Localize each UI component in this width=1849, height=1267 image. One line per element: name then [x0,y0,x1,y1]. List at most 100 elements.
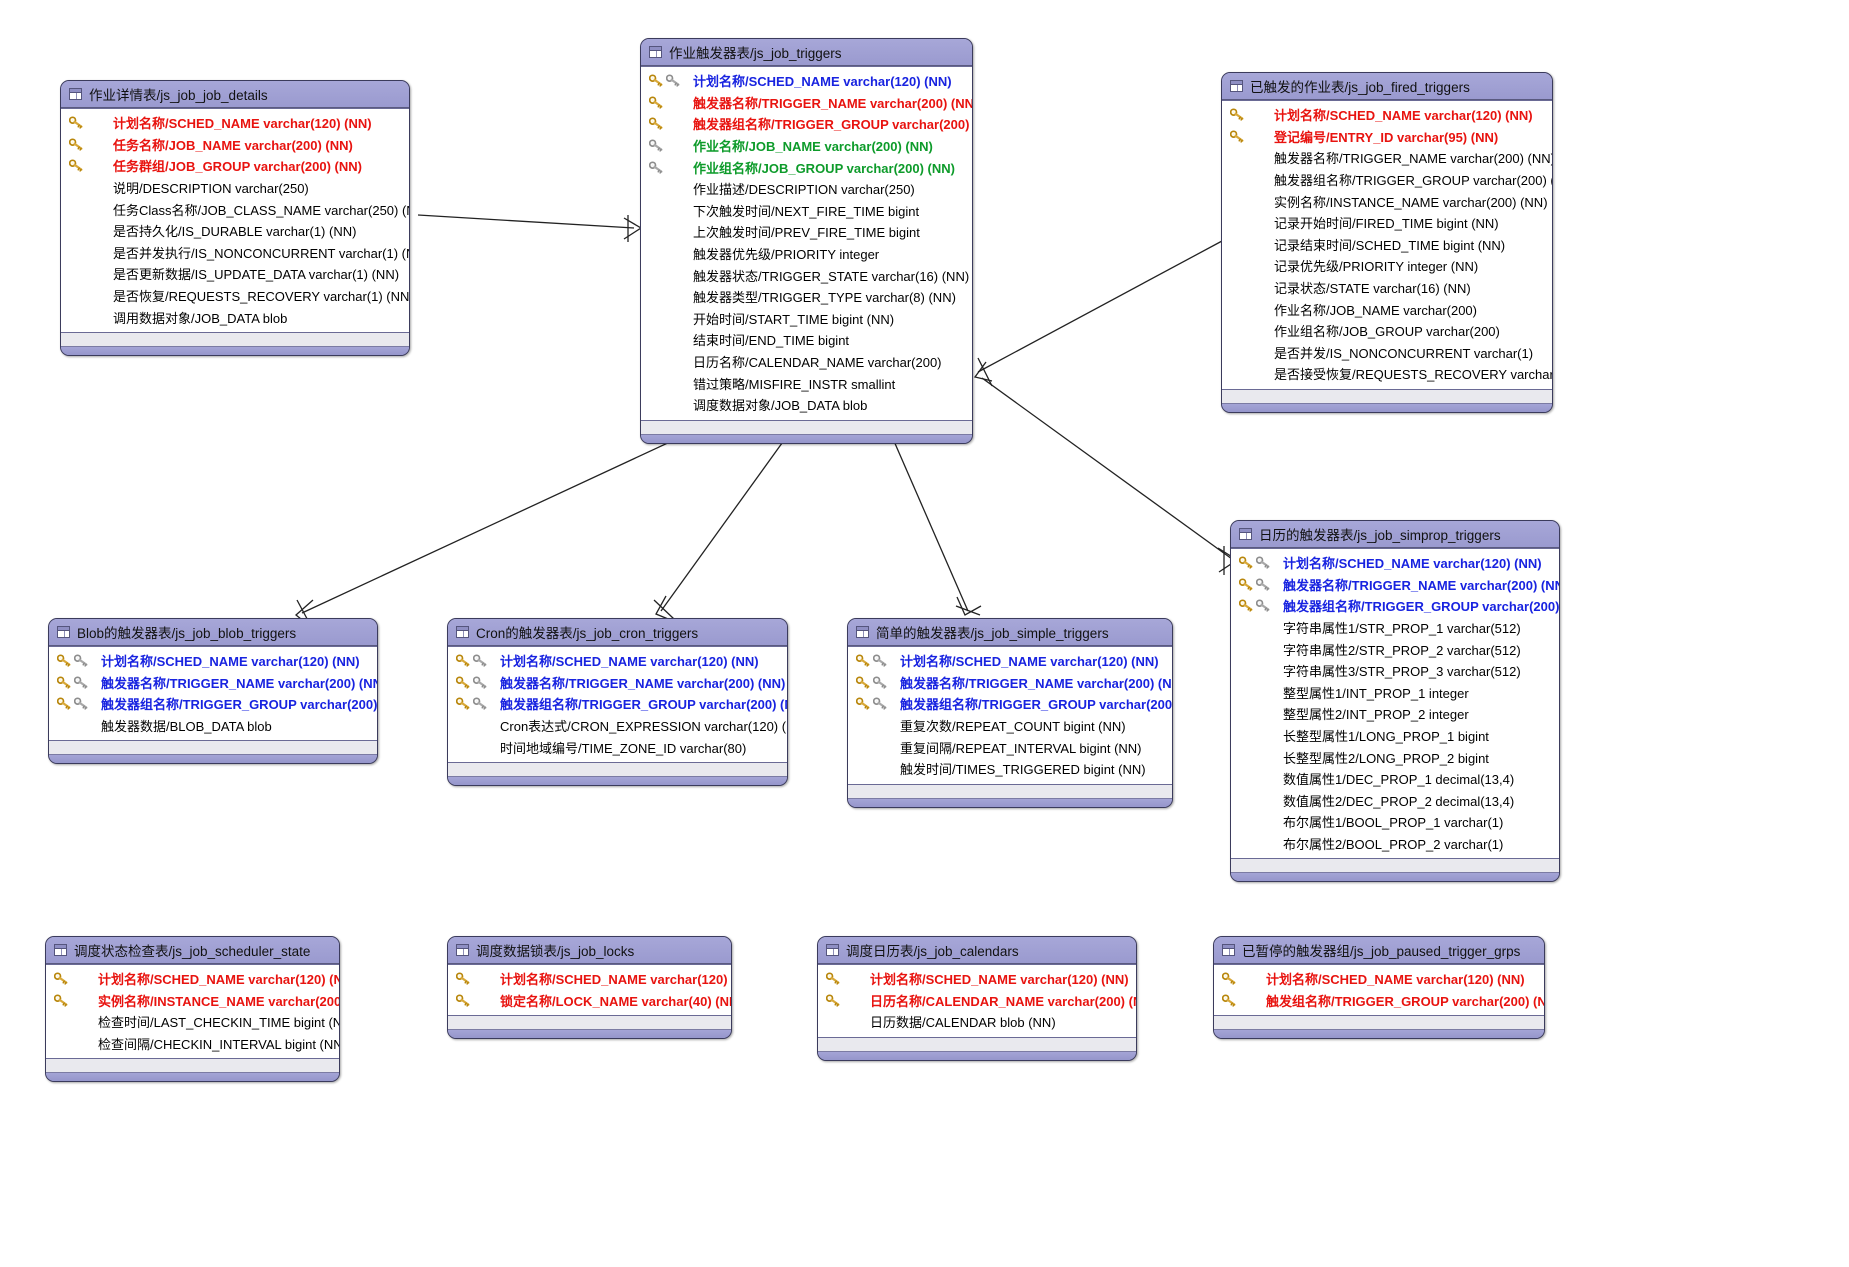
column-row[interactable]: 触发器组名称/TRIGGER_GROUP varchar(200) (NN) [1231,595,1559,617]
column-row[interactable]: 触发器名称/TRIGGER_NAME varchar(200) (NN) [49,672,377,694]
column-row[interactable]: 触发器名称/TRIGGER_NAME varchar(200) (NN) [641,92,972,114]
column-row[interactable]: 触发器类型/TRIGGER_TYPE varchar(8) (NN) [641,286,972,308]
column-row[interactable]: 触发器名称/TRIGGER_NAME varchar(200) (NN) [1222,147,1552,169]
entity-calendars[interactable]: 调度日历表/js_job_calendars 计划名称/SCHED_NAME v… [817,936,1137,1061]
column-row[interactable]: 作业组名称/JOB_GROUP varchar(200) (NN) [641,156,972,178]
column-row[interactable]: 数值属性1/DEC_PROP_1 decimal(13,4) [1231,768,1559,790]
entity-header-cron_triggers[interactable]: Cron的触发器表/js_job_cron_triggers [448,619,787,646]
entity-header-job_details[interactable]: 作业详情表/js_job_job_details [61,81,409,108]
entity-header-triggers[interactable]: 作业触发器表/js_job_triggers [641,39,972,66]
column-row[interactable]: 重复间隔/REPEAT_INTERVAL bigint (NN) [848,736,1172,758]
column-row[interactable]: 字符串属性1/STR_PROP_1 varchar(512) [1231,617,1559,639]
column-row[interactable]: 记录优先级/PRIORITY integer (NN) [1222,255,1552,277]
column-row[interactable]: 触发器优先级/PRIORITY integer [641,243,972,265]
column-row[interactable]: 长整型属性1/LONG_PROP_1 bigint [1231,725,1559,747]
column-row[interactable]: 触发器组名称/TRIGGER_GROUP varchar(200) (NN) [641,113,972,135]
column-row[interactable]: 重复次数/REPEAT_COUNT bigint (NN) [848,715,1172,737]
column-row[interactable]: 整型属性2/INT_PROP_2 integer [1231,703,1559,725]
column-row[interactable]: 计划名称/SCHED_NAME varchar(120) (NN) [61,112,409,134]
column-row[interactable]: 检查间隔/CHECKIN_INTERVAL bigint (NN) [46,1033,339,1055]
column-row[interactable]: 作业组名称/JOB_GROUP varchar(200) [1222,320,1552,342]
column-row[interactable]: 日历名称/CALENDAR_NAME varchar(200) [641,351,972,373]
column-row[interactable]: 计划名称/SCHED_NAME varchar(120) (NN) [818,968,1136,990]
column-row[interactable]: 数值属性2/DEC_PROP_2 decimal(13,4) [1231,790,1559,812]
column-row[interactable]: 计划名称/SCHED_NAME varchar(120) (NN) [641,70,972,92]
column-row[interactable]: 触发器组名称/TRIGGER_GROUP varchar(200) (NN) [49,693,377,715]
entity-locks[interactable]: 调度数据锁表/js_job_locks 计划名称/SCHED_NAME varc… [447,936,732,1040]
entity-scheduler_state[interactable]: 调度状态检查表/js_job_scheduler_state 计划名称/SCHE… [45,936,340,1083]
entity-job_details[interactable]: 作业详情表/js_job_job_details 计划名称/SCHED_NAME… [60,80,410,356]
column-row[interactable]: 结束时间/END_TIME bigint [641,329,972,351]
column-row[interactable]: 长整型属性2/LONG_PROP_2 bigint [1231,746,1559,768]
column-row[interactable]: 触发时间/TIMES_TRIGGERED bigint (NN) [848,758,1172,780]
entity-header-simple_triggers[interactable]: 简单的触发器表/js_job_simple_triggers [848,619,1172,646]
column-row[interactable]: 计划名称/SCHED_NAME varchar(120) (NN) [49,650,377,672]
column-row[interactable]: 布尔属性2/BOOL_PROP_2 varchar(1) [1231,833,1559,855]
column-row[interactable]: 是否更新数据/IS_UPDATE_DATA varchar(1) (NN) [61,263,409,285]
entity-simprop_triggers[interactable]: 日历的触发器表/js_job_simprop_triggers 计划名称/SCH… [1230,520,1560,883]
entity-paused_trigger_grps[interactable]: 已暂停的触发器组/js_job_paused_trigger_grps 计划名称… [1213,936,1545,1040]
column-row[interactable]: 触发器名称/TRIGGER_NAME varchar(200) (NN) [1231,574,1559,596]
column-row[interactable]: 开始时间/START_TIME bigint (NN) [641,308,972,330]
column-row[interactable]: 检查时间/LAST_CHECKIN_TIME bigint (NN) [46,1011,339,1033]
column-row[interactable]: 日历名称/CALENDAR_NAME varchar(200) (NN) [818,990,1136,1012]
column-row[interactable]: 作业描述/DESCRIPTION varchar(250) [641,178,972,200]
column-row[interactable]: 日历数据/CALENDAR blob (NN) [818,1011,1136,1033]
entity-fired_triggers[interactable]: 已触发的作业表/js_job_fired_triggers 计划名称/SCHED… [1221,72,1553,413]
column-row[interactable]: 计划名称/SCHED_NAME varchar(120) (NN) [46,968,339,990]
column-row[interactable]: 是否并发/IS_NONCONCURRENT varchar(1) [1222,342,1552,364]
column-row[interactable]: 作业名称/JOB_NAME varchar(200) [1222,298,1552,320]
column-row[interactable]: Cron表达式/CRON_EXPRESSION varchar(120) (NN… [448,715,787,737]
entity-header-blob_triggers[interactable]: Blob的触发器表/js_job_blob_triggers [49,619,377,646]
column-row[interactable]: 计划名称/SCHED_NAME varchar(120) (NN) [448,650,787,672]
column-row[interactable]: 是否并发执行/IS_NONCONCURRENT varchar(1) (NN) [61,242,409,264]
column-row[interactable]: 计划名称/SCHED_NAME varchar(120) (NN) [1214,968,1544,990]
column-row[interactable]: 锁定名称/LOCK_NAME varchar(40) (NN) [448,990,731,1012]
column-row[interactable]: 计划名称/SCHED_NAME varchar(120) (NN) [848,650,1172,672]
column-row[interactable]: 调度数据对象/JOB_DATA blob [641,394,972,416]
column-row[interactable]: 触发器名称/TRIGGER_NAME varchar(200) (NN) [848,672,1172,694]
entity-header-paused_trigger_grps[interactable]: 已暂停的触发器组/js_job_paused_trigger_grps [1214,937,1544,964]
column-row[interactable]: 记录开始时间/FIRED_TIME bigint (NN) [1222,212,1552,234]
entity-blob_triggers[interactable]: Blob的触发器表/js_job_blob_triggers 计划名称/SCHE… [48,618,378,765]
entity-cron_triggers[interactable]: Cron的触发器表/js_job_cron_triggers 计划名称/SCHE… [447,618,788,786]
column-row[interactable]: 记录结束时间/SCHED_TIME bigint (NN) [1222,234,1552,256]
column-row[interactable]: 触发器状态/TRIGGER_STATE varchar(16) (NN) [641,264,972,286]
column-row[interactable]: 是否接受恢复/REQUESTS_RECOVERY varchar(1) [1222,363,1552,385]
entity-triggers[interactable]: 作业触发器表/js_job_triggers 计划名称/SCHED_NAME v… [640,38,973,444]
column-row[interactable]: 计划名称/SCHED_NAME varchar(120) (NN) [1231,552,1559,574]
column-row[interactable]: 下次触发时间/NEXT_FIRE_TIME bigint [641,200,972,222]
column-row[interactable]: 计划名称/SCHED_NAME varchar(120) (NN) [1222,104,1552,126]
column-row[interactable]: 任务群组/JOB_GROUP varchar(200) (NN) [61,155,409,177]
column-row[interactable]: 字符串属性3/STR_PROP_3 varchar(512) [1231,660,1559,682]
column-row[interactable]: 上次触发时间/PREV_FIRE_TIME bigint [641,221,972,243]
column-row[interactable]: 触发器数据/BLOB_DATA blob [49,715,377,737]
column-row[interactable]: 是否恢复/REQUESTS_RECOVERY varchar(1) (NN) [61,285,409,307]
entity-simple_triggers[interactable]: 简单的触发器表/js_job_simple_triggers 计划名称/SCHE… [847,618,1173,808]
column-row[interactable]: 任务Class名称/JOB_CLASS_NAME varchar(250) (N… [61,198,409,220]
column-row[interactable]: 记录状态/STATE varchar(16) (NN) [1222,277,1552,299]
column-row[interactable]: 实例名称/INSTANCE_NAME varchar(200) (NN) [46,990,339,1012]
column-row[interactable]: 错过策略/MISFIRE_INSTR smallint [641,372,972,394]
column-row[interactable]: 调用数据对象/JOB_DATA blob [61,306,409,328]
entity-header-scheduler_state[interactable]: 调度状态检查表/js_job_scheduler_state [46,937,339,964]
column-row[interactable]: 作业名称/JOB_NAME varchar(200) (NN) [641,135,972,157]
column-row[interactable]: 说明/DESCRIPTION varchar(250) [61,177,409,199]
entity-header-locks[interactable]: 调度数据锁表/js_job_locks [448,937,731,964]
column-row[interactable]: 整型属性1/INT_PROP_1 integer [1231,682,1559,704]
entity-header-calendars[interactable]: 调度日历表/js_job_calendars [818,937,1136,964]
column-row[interactable]: 是否持久化/IS_DURABLE varchar(1) (NN) [61,220,409,242]
column-row[interactable]: 时间地域编号/TIME_ZONE_ID varchar(80) [448,736,787,758]
column-row[interactable]: 登记编号/ENTRY_ID varchar(95) (NN) [1222,126,1552,148]
column-row[interactable]: 触发器组名称/TRIGGER_GROUP varchar(200) (NN) [448,693,787,715]
entity-header-simprop_triggers[interactable]: 日历的触发器表/js_job_simprop_triggers [1231,521,1559,548]
column-row[interactable]: 实例名称/INSTANCE_NAME varchar(200) (NN) [1222,190,1552,212]
column-row[interactable]: 字符串属性2/STR_PROP_2 varchar(512) [1231,638,1559,660]
column-row[interactable]: 任务名称/JOB_NAME varchar(200) (NN) [61,134,409,156]
column-row[interactable]: 触发组名称/TRIGGER_GROUP varchar(200) (NN) [1214,990,1544,1012]
column-row[interactable]: 触发器组名称/TRIGGER_GROUP varchar(200) (NN) [848,693,1172,715]
column-row[interactable]: 触发器组名称/TRIGGER_GROUP varchar(200) (NN) [1222,169,1552,191]
entity-header-fired_triggers[interactable]: 已触发的作业表/js_job_fired_triggers [1222,73,1552,100]
column-row[interactable]: 计划名称/SCHED_NAME varchar(120) (NN) [448,968,731,990]
column-row[interactable]: 触发器名称/TRIGGER_NAME varchar(200) (NN) [448,672,787,694]
